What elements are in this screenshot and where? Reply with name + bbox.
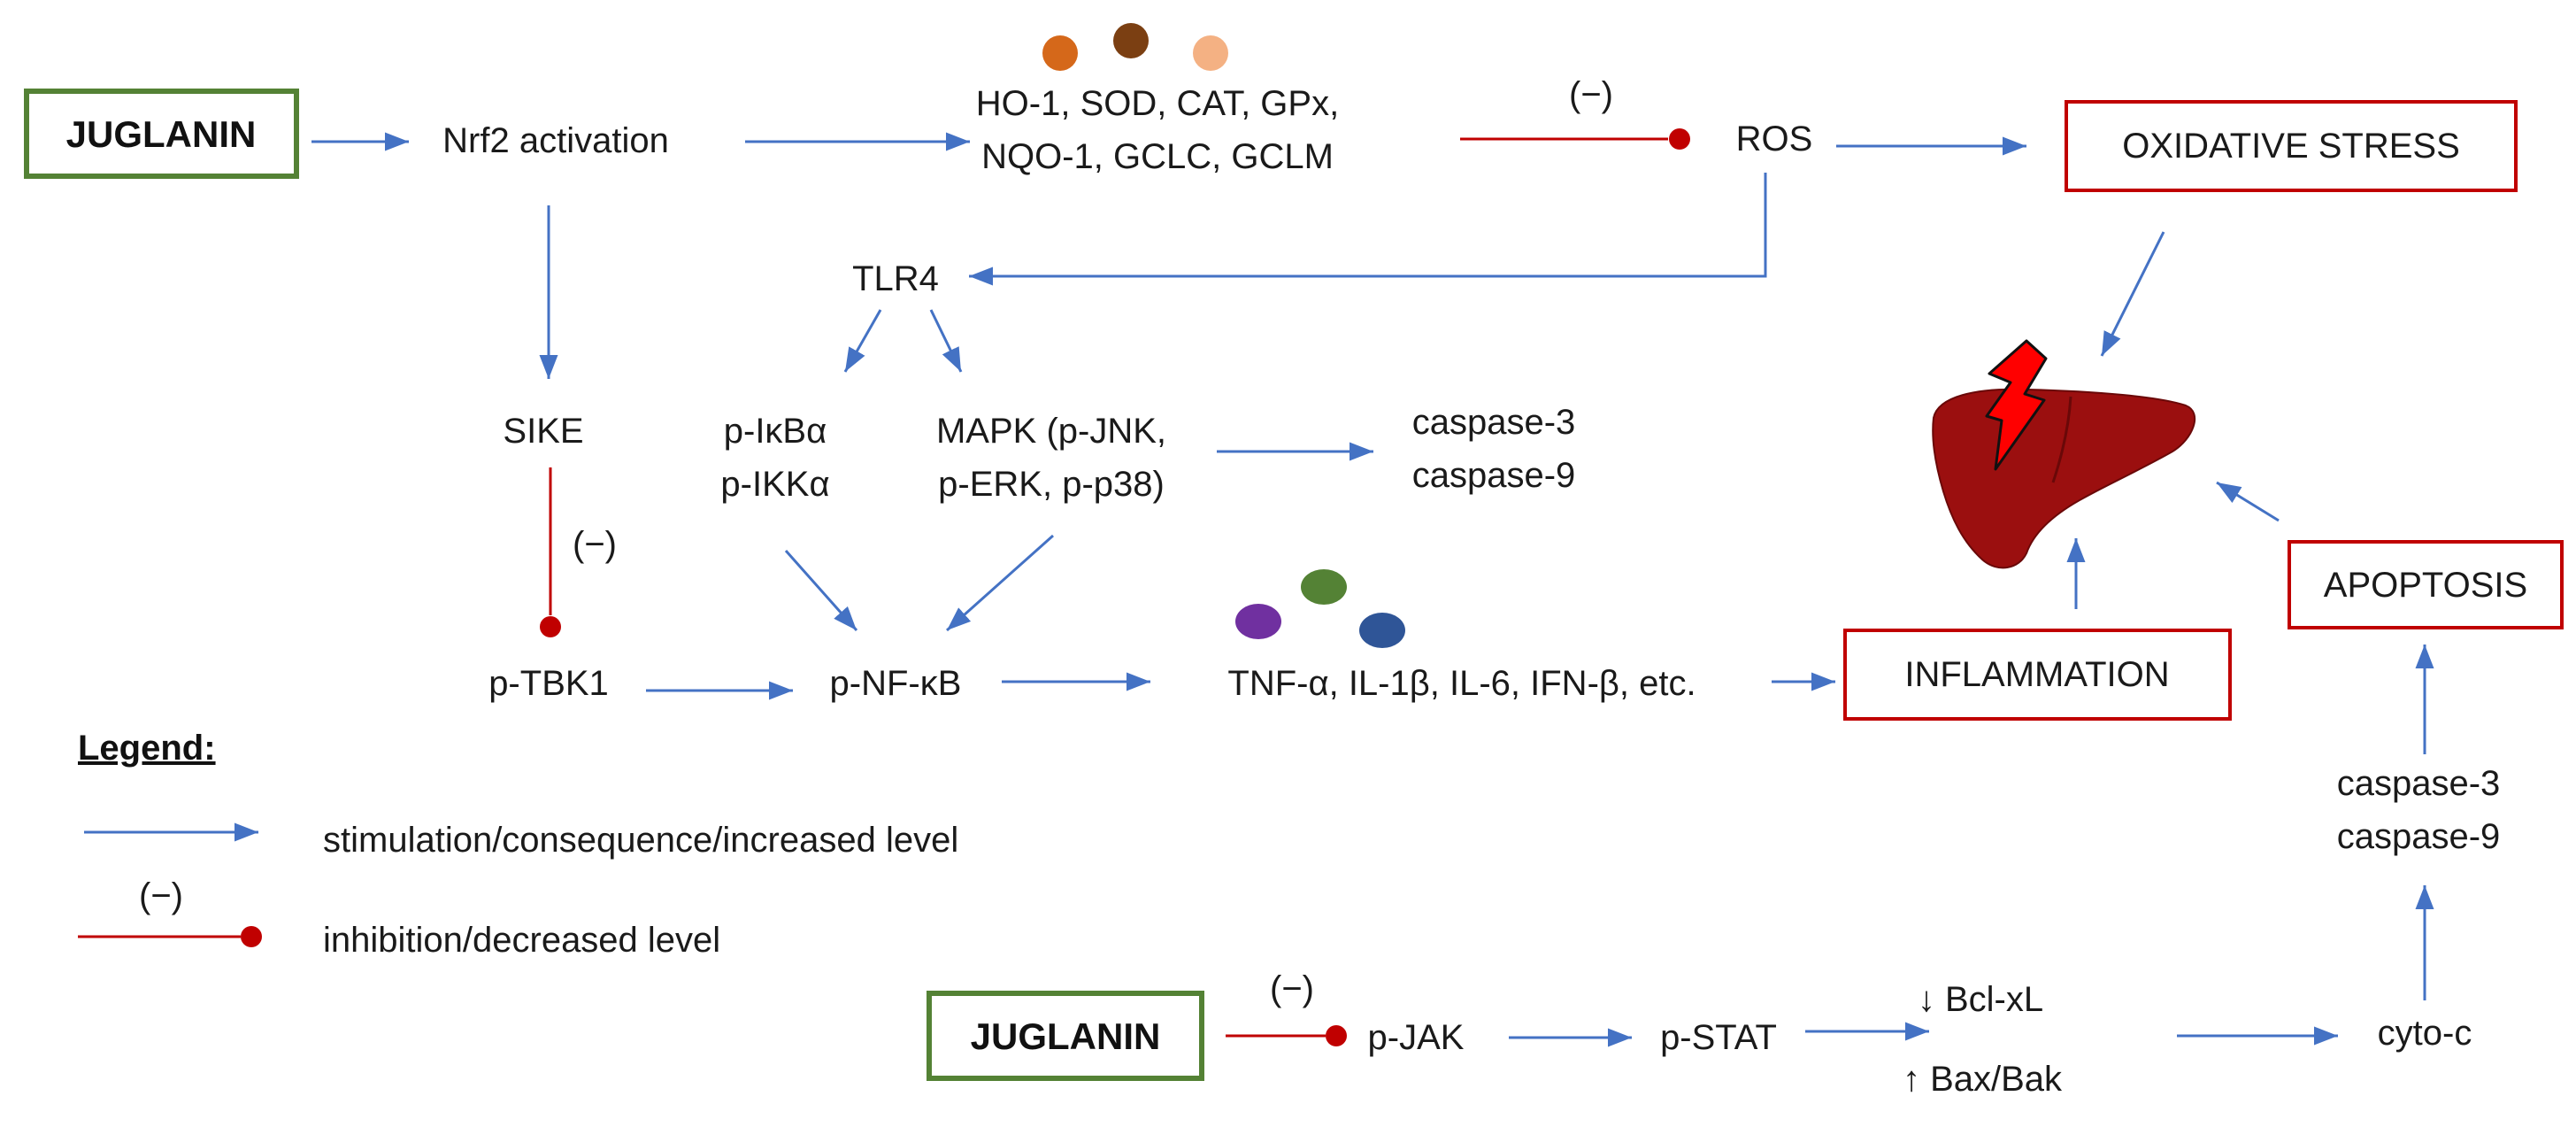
node-ikb-line2: p-IKKα xyxy=(720,465,829,504)
legend-inhibition-sign: (−) xyxy=(139,876,183,915)
node-caspase-lower-line1: caspase-3 xyxy=(2337,764,2501,803)
inhibition-sike-tbk1 xyxy=(540,467,561,637)
node-stat: p-STAT xyxy=(1660,1018,1777,1057)
juglanin-bottom-label: JUGLANIN xyxy=(971,1015,1161,1057)
inhibition-sign-ros: (−) xyxy=(1569,75,1613,114)
dot-orange xyxy=(1042,35,1078,71)
node-nfkb: p-NF-κB xyxy=(830,664,962,703)
dot-green xyxy=(1301,569,1347,605)
arrow-mapk-nfkb xyxy=(946,534,1054,632)
legend-inhibition-line xyxy=(78,926,262,947)
node-cytoc: cyto-c xyxy=(2378,1014,2472,1053)
inhibition-sign-tbk1: (−) xyxy=(573,525,617,564)
node-mapk-line2: p-ERK, p-p38) xyxy=(938,465,1165,504)
arrow-tlr4-mapk xyxy=(929,309,963,373)
arrow-ikb-nfkb xyxy=(784,550,858,631)
lightning-icon xyxy=(1985,339,2048,471)
juglanin-top-box xyxy=(24,89,299,179)
oxidative-stress-label: OXIDATIVE STRESS xyxy=(2122,127,2460,166)
oxidative-stress-box xyxy=(2065,100,2518,192)
node-antioxidants-line1: HO-1, SOD, CAT, GPx, xyxy=(976,84,1339,123)
legend-inhibition-label: inhibition/decreased level xyxy=(323,921,720,960)
inflammation-box xyxy=(1843,629,2232,721)
legend-stimulation-label: stimulation/consequence/increased level xyxy=(323,821,958,860)
inhibition-antioxidants-ros xyxy=(1460,128,1690,150)
legend-title: Legend: xyxy=(78,729,216,768)
inflammation-label: INFLAMMATION xyxy=(1904,655,2169,694)
dot-brown xyxy=(1113,23,1149,58)
arrow-oxidative-stress-liver xyxy=(2100,231,2165,357)
arrow-ros-tlr4 xyxy=(969,173,1767,286)
node-ikb-line1: p-IκBα xyxy=(724,412,827,451)
node-caspase-upper-line2: caspase-9 xyxy=(1412,456,1576,495)
dot-peach xyxy=(1193,35,1228,71)
node-ros: ROS xyxy=(1736,120,1813,158)
dot-blue xyxy=(1359,613,1405,648)
inhibition-sign-jak: (−) xyxy=(1270,969,1314,1008)
node-caspase-lower-line2: caspase-9 xyxy=(2337,817,2501,856)
arrow-apoptosis-liver xyxy=(2216,481,2280,522)
juglanin-top-label: JUGLANIN xyxy=(66,113,257,155)
dot-purple xyxy=(1235,604,1281,639)
juglanin-bottom-box xyxy=(927,991,1204,1081)
inhibition-juglanin-jak xyxy=(1226,1025,1347,1046)
node-jak: p-JAK xyxy=(1368,1018,1465,1057)
apoptosis-label: APOPTOSIS xyxy=(2324,566,2527,605)
node-sike: SIKE xyxy=(503,412,583,451)
node-bcl-line1: ↓ Bcl-xL xyxy=(1918,980,2043,1019)
node-tlr4: TLR4 xyxy=(852,259,939,298)
node-bcl-line2: ↑ Bax/Bak xyxy=(1903,1060,2063,1099)
node-cytokines: TNF-α, IL-1β, IL-6, IFN-β, etc. xyxy=(1227,664,1696,703)
liver-icon xyxy=(1932,388,2196,569)
node-nrf2: Nrf2 activation xyxy=(442,121,669,160)
apoptosis-box xyxy=(2288,540,2564,629)
node-tbk1: p-TBK1 xyxy=(488,664,609,703)
node-caspase-upper-line1: caspase-3 xyxy=(1412,403,1576,442)
arrow-tlr4-ikb xyxy=(843,309,882,373)
node-mapk-line1: MAPK (p-JNK, xyxy=(936,412,1166,451)
node-antioxidants-line2: NQO-1, GCLC, GCLM xyxy=(981,137,1334,176)
